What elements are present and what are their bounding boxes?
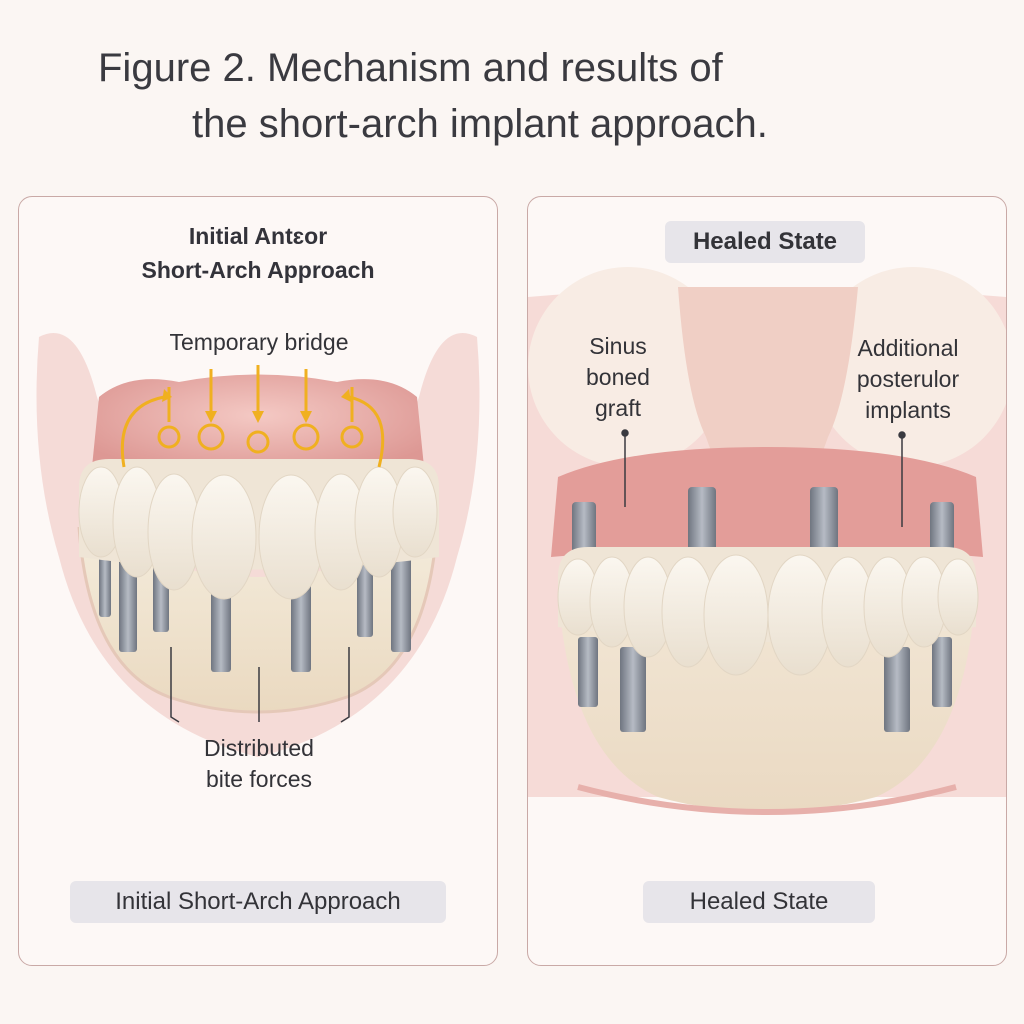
label-sinus-line-2: boned bbox=[586, 364, 650, 390]
force-leader-lines bbox=[170, 647, 350, 723]
figure-title-line-2: the short-arch implant approach. bbox=[192, 102, 768, 146]
label-additional-posterior-implants: Additional posterulor implants bbox=[828, 333, 988, 426]
gum-band bbox=[92, 374, 424, 477]
left-panel-heading-line-1: Initial Antɛor bbox=[188, 223, 328, 249]
label-distributed-bite-forces: Distributed bite forces bbox=[139, 733, 379, 795]
temporary-bridge-teeth bbox=[78, 459, 439, 600]
sinus-cavity-left bbox=[528, 267, 728, 467]
anterior-implants bbox=[99, 547, 411, 672]
right-panel-heading: Healed State bbox=[665, 221, 865, 263]
label-posterior-line-1: Additional bbox=[857, 335, 959, 361]
label-sinus-boned-graft: Sinus boned graft bbox=[558, 331, 678, 424]
label-forces-line-1: Distributed bbox=[204, 735, 314, 761]
callout-leader-lines bbox=[621, 429, 906, 527]
left-panel-footer-badge: Initial Short-Arch Approach bbox=[70, 881, 446, 923]
gum-band bbox=[551, 447, 983, 557]
label-posterior-line-2: posterulor bbox=[856, 366, 960, 392]
label-sinus-line-1: Sinus bbox=[589, 333, 647, 359]
panel-initial-short-arch: Initial Antɛor Short-Arch Approach Tempo… bbox=[18, 196, 498, 966]
healed-state-illustration bbox=[528, 267, 1006, 815]
label-posterior-line-3: implants bbox=[865, 397, 951, 423]
left-panel-heading: Initial Antɛor Short-Arch Approach bbox=[19, 219, 497, 287]
figure-title: Figure 2. Mechanism and results of the s… bbox=[0, 40, 1024, 152]
label-forces-line-2: bite forces bbox=[205, 766, 313, 792]
label-temporary-bridge: Temporary bridge bbox=[169, 329, 349, 355]
right-panel-footer-badge: Healed State bbox=[643, 881, 875, 923]
implants bbox=[572, 487, 954, 732]
left-panel-heading-line-2: Short-Arch Approach bbox=[141, 257, 375, 283]
lower-gum-line bbox=[577, 784, 957, 815]
short-arch-illustration bbox=[36, 333, 480, 757]
panel-healed-state: Healed State Sinus boned graft Additiona… bbox=[527, 196, 1007, 966]
label-sinus-line-3: graft bbox=[594, 395, 642, 421]
sinus-cavity-right bbox=[813, 267, 1006, 467]
full-arch-bridge-teeth bbox=[557, 547, 979, 676]
force-arrows bbox=[120, 365, 385, 468]
figure-title-line-1: Figure 2. Mechanism and results of bbox=[98, 46, 723, 90]
